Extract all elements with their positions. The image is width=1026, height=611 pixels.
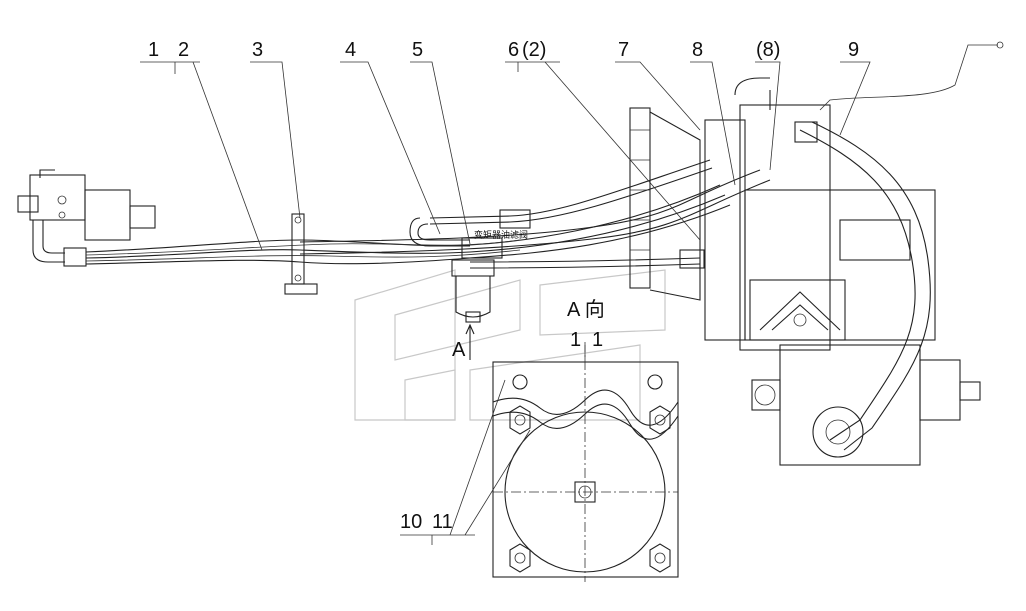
callout-1: 1 <box>148 39 159 61</box>
callout-3: 3 <box>252 39 263 61</box>
callout-5: 5 <box>412 39 423 61</box>
callout-6-sub: (2) <box>522 39 546 61</box>
leader-lines <box>140 61 871 545</box>
callout-8-sub: (8) <box>756 39 780 61</box>
hose-bundle <box>85 159 771 269</box>
watermark-logo <box>354 269 666 421</box>
flange-view-a <box>492 342 679 582</box>
bolt-hex <box>509 405 671 573</box>
callout-10: 10 <box>400 511 422 533</box>
left-valve-block <box>17 169 156 267</box>
view-a-arrow <box>465 323 586 360</box>
section-marker-left: 1 <box>570 329 581 351</box>
oil-filter <box>451 237 503 323</box>
callout-11: 11 <box>432 511 453 533</box>
hose-bracket <box>284 213 318 295</box>
view-a-direction-label: A 向 <box>567 298 605 321</box>
callout-6: 6 <box>508 39 519 61</box>
callout-2: 2 <box>178 39 189 61</box>
control-cable <box>819 41 1004 111</box>
manifold-plate <box>629 107 701 301</box>
callout-4: 4 <box>345 39 356 61</box>
torque-filter-label: 变矩器油滤阀 <box>474 229 528 241</box>
transmission-housing <box>704 77 981 466</box>
callout-9: 9 <box>848 39 859 61</box>
section-marker-right: 1 <box>592 329 603 351</box>
view-a-marker: A <box>452 339 466 361</box>
callout-7: 7 <box>618 39 629 61</box>
curved-return-pipe <box>794 121 931 451</box>
callout-8: 8 <box>692 39 703 61</box>
